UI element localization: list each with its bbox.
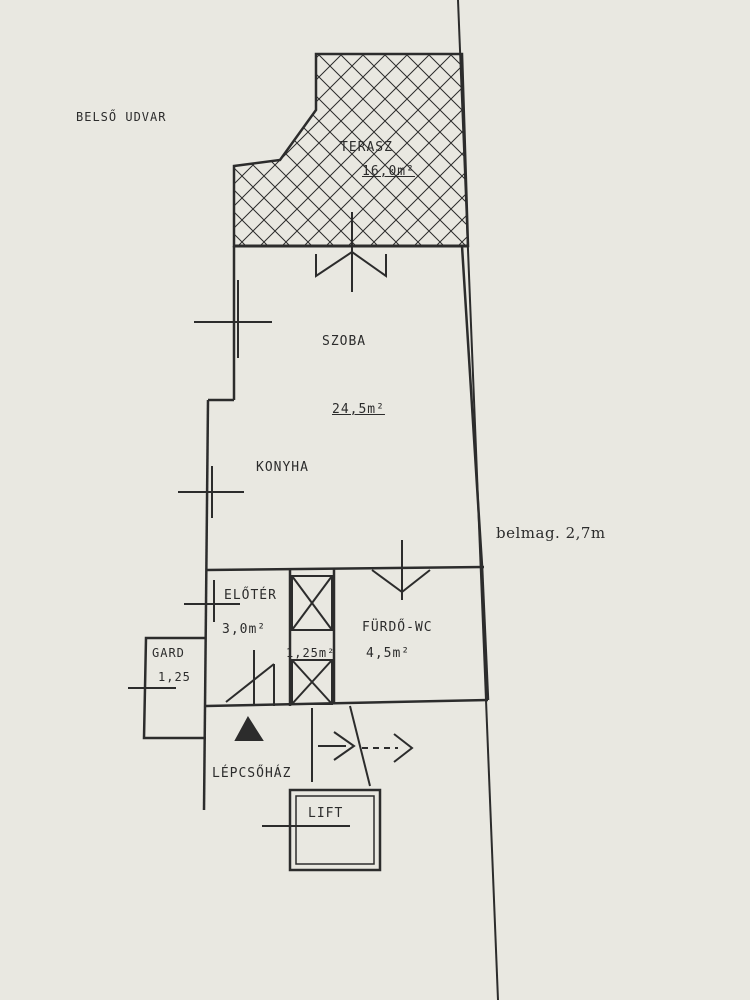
storage-area-label: 1,25m² <box>286 646 336 660</box>
wardrobe-label: GARD <box>152 646 185 660</box>
bathroom-door-symbol <box>371 540 431 600</box>
bathroom-area-label: 4,5m² <box>366 646 411 661</box>
lift-box <box>262 788 382 872</box>
bathroom-label: FÜRDŐ-WC <box>362 620 433 635</box>
wardrobe-box <box>142 636 206 740</box>
window-marks <box>128 280 272 689</box>
terrace-area-label: 16,0m² <box>362 164 415 179</box>
entrance-door-symbol <box>225 650 275 741</box>
kitchen-label: KONYHA <box>256 460 309 475</box>
terrace-label: TERASZ <box>340 140 393 155</box>
room-area-label: 24,5m² <box>332 402 385 417</box>
stairwell-label: LÉPCSŐHÁZ <box>212 766 292 781</box>
ceiling-height-label: belmag. 2,7m <box>496 524 606 542</box>
lift-label: LIFT <box>308 806 344 821</box>
room-label: SZOBA <box>322 334 367 349</box>
terrace-area <box>232 52 470 248</box>
wardrobe-area-label: 1,25 <box>158 670 191 684</box>
terrace-door-symbol <box>315 212 387 292</box>
stair-arrows <box>311 705 414 787</box>
courtyard-label: BELSŐ UDVAR <box>76 110 167 124</box>
hall-label: ELŐTÉR <box>224 588 277 603</box>
hall-area-label: 3,0m² <box>222 622 267 637</box>
storage-box-symbols <box>291 575 333 705</box>
